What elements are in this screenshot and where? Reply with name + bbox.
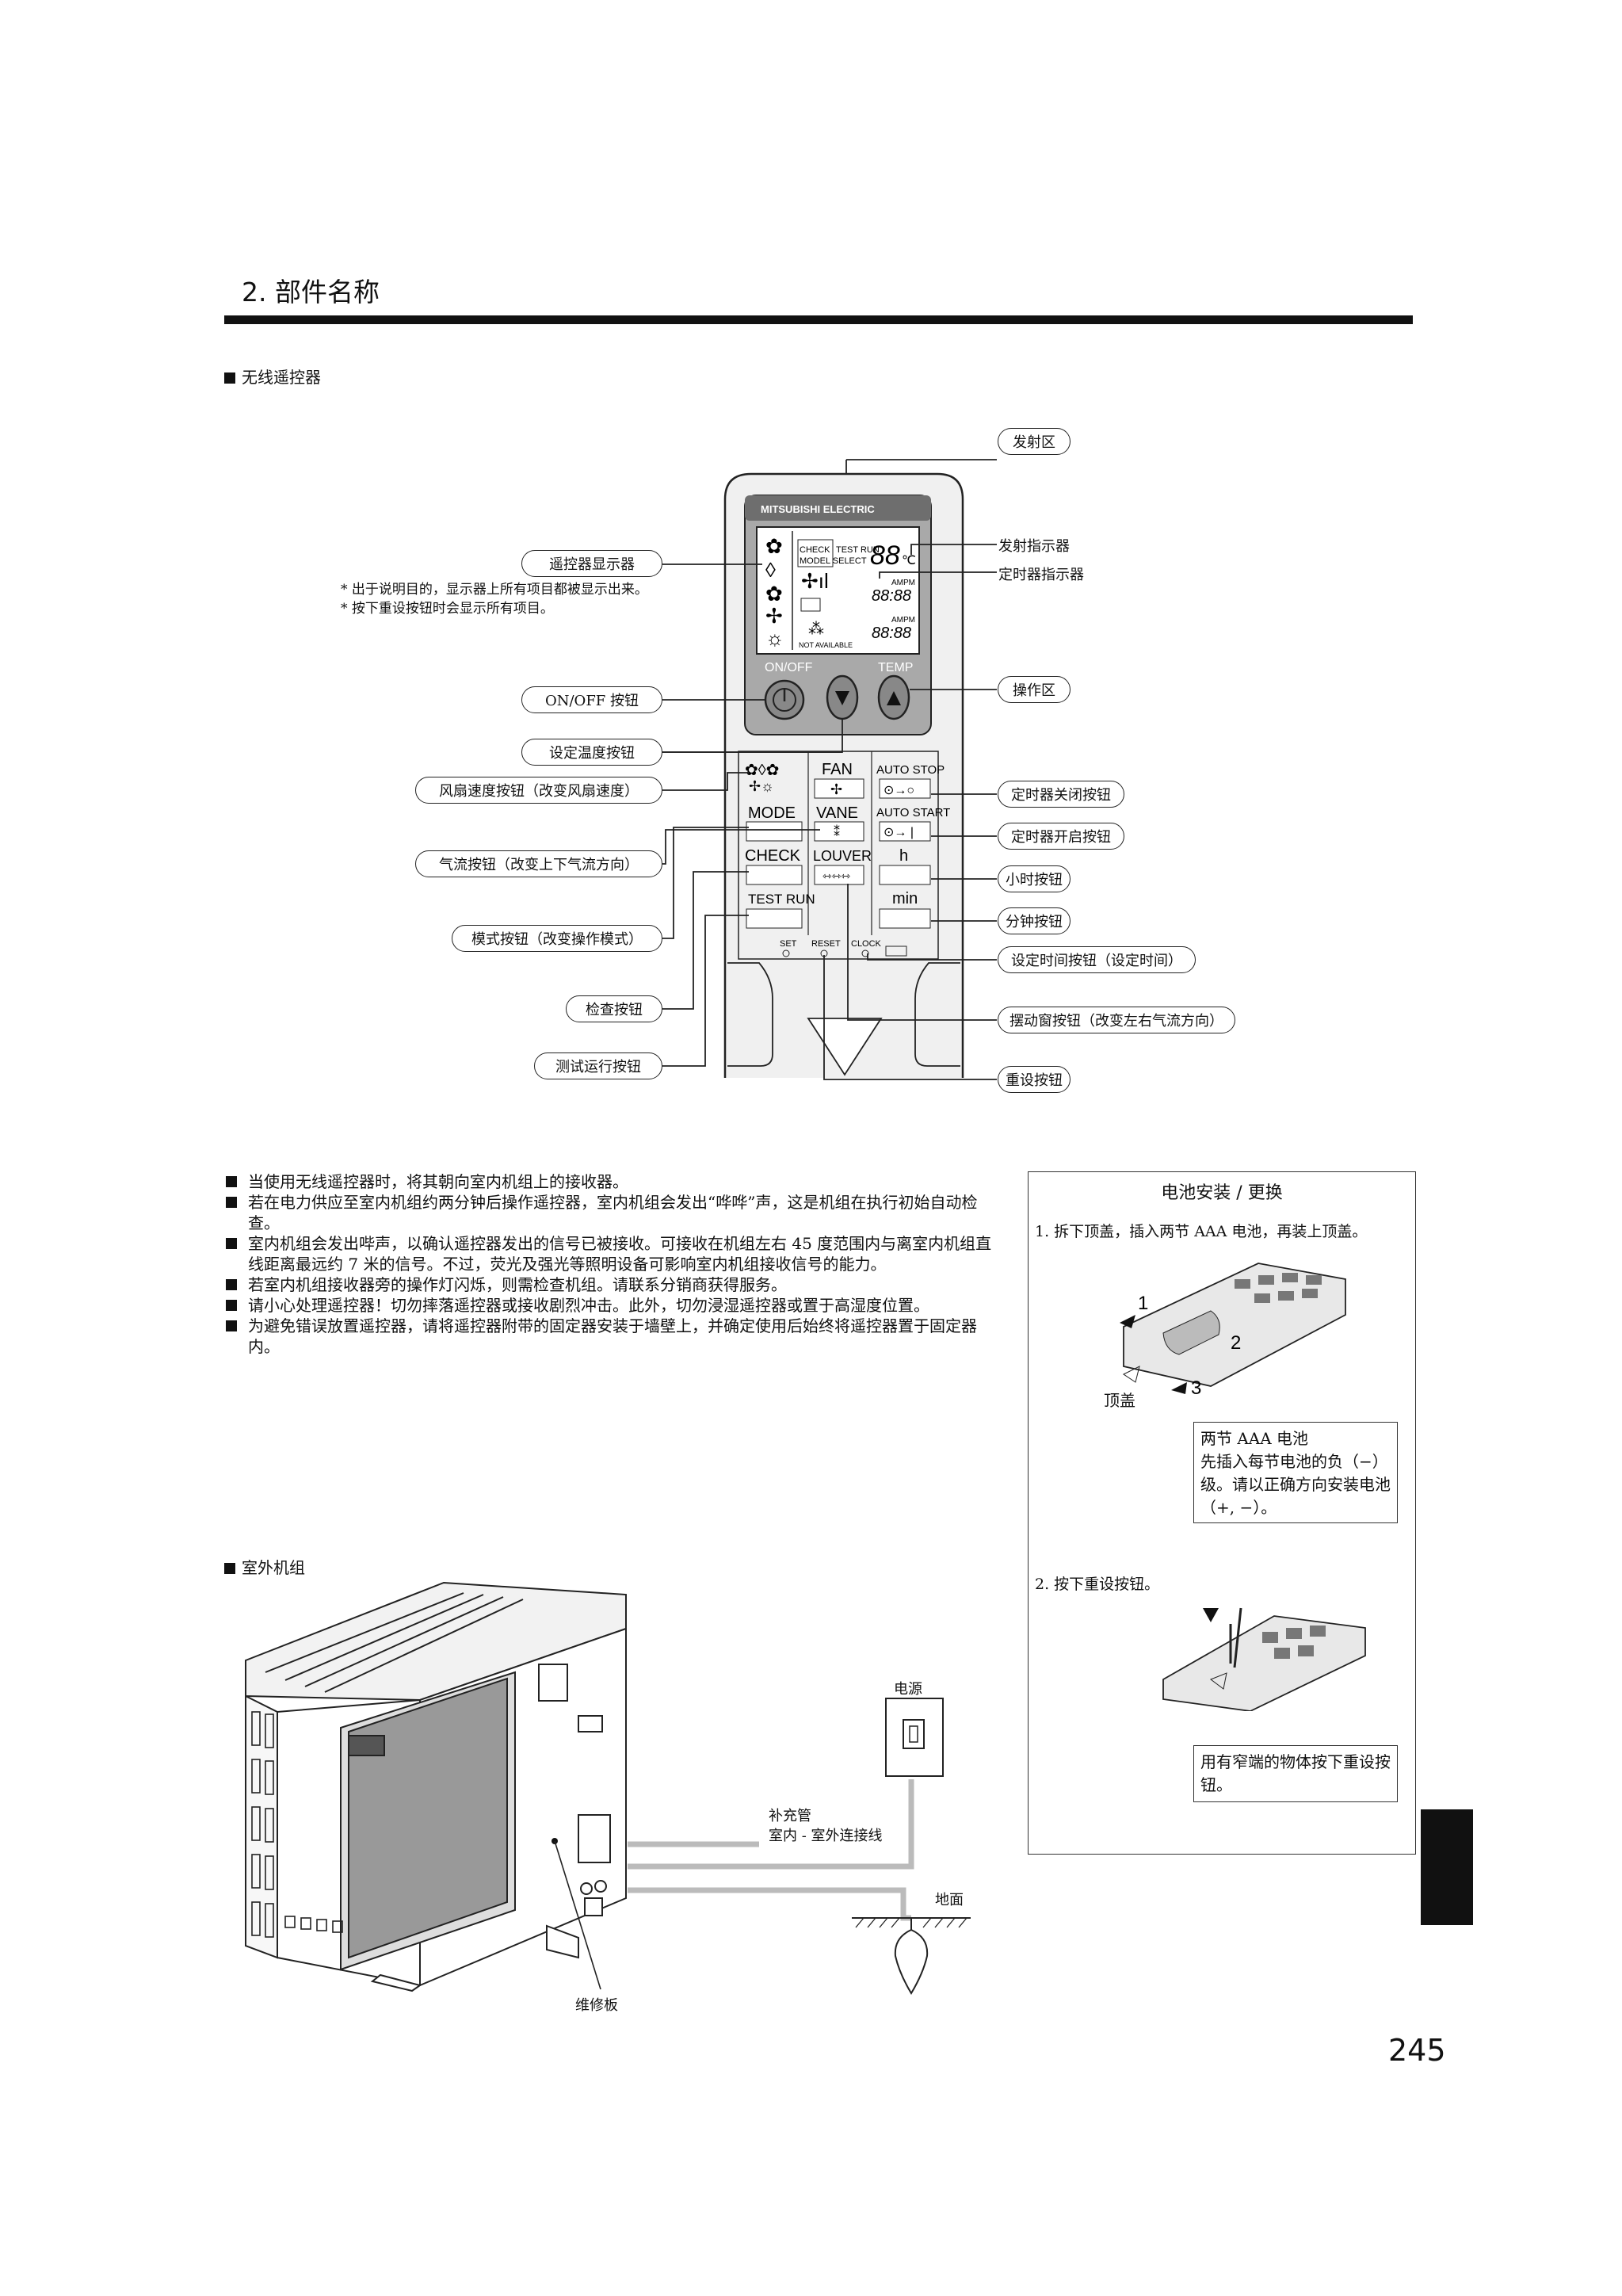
service-panel-label: 维修板	[575, 1997, 618, 2014]
svg-text:AUTO START: AUTO START	[876, 806, 950, 819]
svg-text:ON/OFF: ON/OFF	[765, 661, 813, 674]
svg-text:MODE: MODE	[748, 804, 796, 822]
outdoor-unit-diagram	[245, 1581, 971, 1995]
svg-text:SET: SET	[780, 939, 797, 949]
svg-text:AMPM: AMPM	[891, 616, 915, 625]
note-item: 若在电力供应至室内机组约两分钟后操作遥控器，室内机组会发出“哗哗”声，这是机组在…	[224, 1192, 997, 1233]
svg-text:NOT AVAILABLE: NOT AVAILABLE	[799, 641, 853, 649]
svg-text:CHECK: CHECK	[745, 847, 801, 865]
callout-operation-area: 操作区	[998, 676, 1071, 703]
callout-set-temp: 设定温度按钮	[521, 739, 662, 766]
bullet-square-icon	[224, 372, 235, 384]
svg-text:MODEL SELECT: MODEL SELECT	[800, 556, 867, 566]
svg-text:⊙→○: ⊙→○	[884, 784, 914, 797]
remote-controller-diagram: MITSUBISHI ELECTRIC ✿ ◊ ✿ ✢ ☼ CHECK MODE…	[662, 459, 997, 1080]
battery-step-2: 2. 按下重设按钮。	[1035, 1576, 1160, 1593]
svg-text:✢☼: ✢☼	[749, 778, 774, 794]
svg-text:CHECK: CHECK	[800, 545, 830, 555]
svg-text:LOUVER: LOUVER	[813, 848, 872, 864]
title-rule	[224, 315, 1413, 324]
svg-text:⁑: ⁑	[834, 824, 840, 839]
svg-text:min: min	[892, 890, 918, 907]
label-transmit-indicator: 发射指示器	[998, 538, 1070, 555]
battery-note-1: 两节 AAA 电池 先插入每节电池的负（−）级。请以正确方向安装电池（+, −）…	[1193, 1422, 1398, 1523]
svg-text:88:88: 88:88	[872, 587, 911, 605]
display-notes: * 出于说明目的，显示器上所有项目都被显示出来。 * 按下重设按钮时会显示所有项…	[341, 582, 648, 617]
svg-text:✿: ✿	[765, 534, 783, 558]
callout-minute: 分钟按钮	[998, 907, 1071, 934]
callout-reset: 重设按钮	[998, 1066, 1071, 1093]
power-label: 电源	[894, 1681, 922, 1698]
remote-heading: 无线遥控器	[224, 365, 321, 388]
callout-check: 检查按钮	[566, 995, 662, 1022]
svg-text:RESET: RESET	[811, 939, 841, 949]
svg-text:2: 2	[1231, 1332, 1241, 1354]
callout-timer-on: 定时器开启按钮	[998, 823, 1124, 850]
battery-cover-illustration: 1 2 3	[1120, 1263, 1346, 1398]
callout-fan-speed: 风扇速度按钮（改变风扇速度）	[415, 777, 662, 804]
note-item: 若室内机组接收器旁的操作灯闪烁，则需检查机组。请联系分销商获得服务。	[224, 1274, 997, 1295]
callout-airflow: 气流按钮（改变上下气流方向）	[415, 850, 662, 877]
battery-box: 电池安装 / 更换 1. 拆下顶盖，插入两节 AAA 电池，再装上顶盖。 1 2…	[1028, 1171, 1416, 1855]
svg-text:✿◊✿: ✿◊✿	[745, 762, 779, 779]
edge-tab	[1421, 1809, 1473, 1925]
label-timer-indicator: 定时器指示器	[998, 567, 1084, 583]
battery-title: 电池安装 / 更换	[1161, 1183, 1283, 1203]
page-number: 245	[1388, 2033, 1446, 2068]
svg-text:FAN: FAN	[822, 761, 853, 778]
svg-text:✢ıl: ✢ıl	[801, 569, 829, 593]
callout-louver: 摆动窗按钮（改变左右气流方向）	[998, 1007, 1235, 1033]
svg-text:VANE: VANE	[816, 804, 858, 822]
bullet-square-icon	[224, 1563, 235, 1574]
wire-label: 室内 - 室外连接线	[769, 1828, 883, 1844]
svg-text:88:88: 88:88	[872, 625, 911, 642]
svg-text:⁂: ⁂	[808, 621, 824, 638]
top-cover-label: 顶盖	[1104, 1391, 1135, 1410]
brand-logo: MITSUBISHI ELECTRIC	[761, 503, 875, 515]
svg-text:☼: ☼	[765, 626, 784, 650]
callout-mode: 模式按钮（改变操作模式）	[452, 925, 662, 952]
svg-text:✿: ✿	[765, 582, 783, 606]
svg-text:h: h	[899, 847, 908, 865]
svg-text:AUTO STOP: AUTO STOP	[876, 763, 945, 777]
battery-note-2: 用有窄端的物体按下重设按钮。	[1193, 1745, 1398, 1802]
section-title: 2. 部件名称	[242, 277, 380, 308]
callout-testrun: 测试运行按钮	[534, 1052, 662, 1079]
svg-text:TEST RUN: TEST RUN	[748, 892, 815, 907]
note-item: 为避免错误放置遥控器，请将遥控器附带的固定器安装于墙壁上，并确定使用后始终将遥控…	[224, 1316, 997, 1357]
outdoor-heading: 室外机组	[224, 1555, 305, 1578]
callout-emitter: 发射区	[998, 428, 1071, 455]
battery-step-1: 1. 拆下顶盖，插入两节 AAA 电池，再装上顶盖。	[1035, 1223, 1368, 1240]
svg-text:AMPM: AMPM	[891, 579, 915, 587]
callout-hour: 小时按钮	[998, 865, 1071, 892]
reset-illustration	[1162, 1607, 1366, 1711]
svg-text:TEST RUN: TEST RUN	[836, 545, 880, 555]
callout-timer-off: 定时器关闭按钮	[998, 781, 1124, 808]
svg-text:✢: ✢	[830, 781, 842, 797]
svg-text:TEMP: TEMP	[878, 661, 913, 674]
svg-text:⇿⇿⇿: ⇿⇿⇿	[822, 869, 850, 882]
svg-text:◊: ◊	[765, 558, 776, 582]
callout-display: 遥控器显示器	[521, 550, 662, 577]
note-item: 请小心处理遥控器！切勿摔落遥控器或接收剧烈冲击。此外，切勿浸湿遥控器或置于高湿度…	[224, 1295, 997, 1316]
svg-text:CLOCK: CLOCK	[851, 939, 882, 949]
svg-text:℃: ℃	[902, 554, 916, 567]
ground-label: 地面	[935, 1892, 964, 1908]
callout-clock: 设定时间按钮（设定时间）	[998, 946, 1196, 973]
svg-text:3: 3	[1191, 1377, 1201, 1398]
usage-notes: 当使用无线遥控器时，将其朝向室内机组上的接收器。 若在电力供应至室内机组约两分钟…	[224, 1171, 997, 1357]
svg-text:88: 88	[870, 541, 900, 571]
pipe-label: 补充管	[769, 1808, 811, 1824]
note-item: 室内机组会发出哔声，以确认遥控器发出的信号已被接收。可接收在机组左右 45 度范…	[224, 1233, 997, 1274]
svg-text:✢: ✢	[765, 604, 783, 628]
callout-onoff: ON/OFF 按钮	[521, 686, 662, 713]
svg-text:⊙→ |: ⊙→ |	[884, 826, 914, 839]
svg-text:1: 1	[1138, 1293, 1148, 1314]
note-item: 当使用无线遥控器时，将其朝向室内机组上的接收器。	[224, 1171, 997, 1192]
